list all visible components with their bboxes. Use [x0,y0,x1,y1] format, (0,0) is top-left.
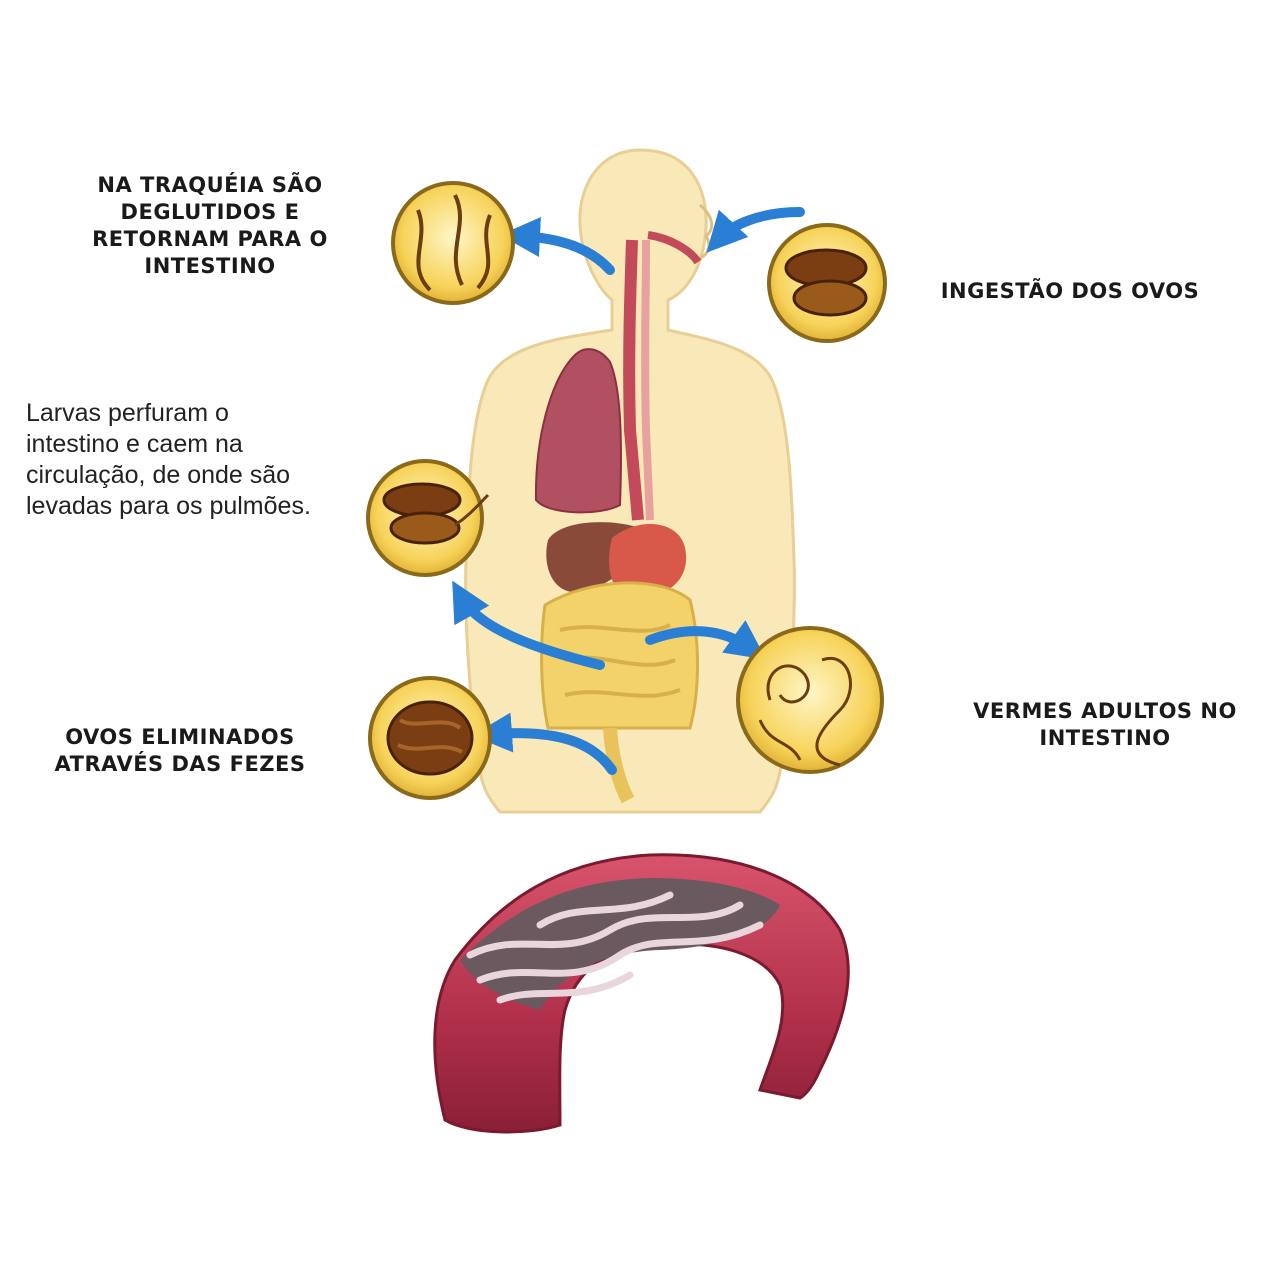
trachea-label-line-4: INTESTINO [144,254,276,278]
egg-icon [767,223,887,343]
arrow-to-eggs-inset [472,712,617,775]
egg-icon [368,676,492,800]
adults-label-line-2: INTESTINO [1039,726,1171,750]
larvae-label-line-2: intestino e caem na [26,430,243,458]
eggs-eliminated-stage-label: OVOS ELIMINADOS ATRAVÉS DAS FEZES [20,724,340,778]
larvae-stage-label: Larvas perfuram o intestino e caem na ci… [26,398,356,522]
arrow-to-larvae-inset [452,580,605,670]
adult-worms-stage-label: VERMES ADULTOS NO INTESTINO [935,698,1275,752]
trachea-label-line-2: DEGLUTIDOS E [120,200,300,224]
ingestion-label-line-1: INGESTÃO DOS OVOS [940,279,1200,303]
arrow-to-adults-inset [645,620,767,660]
intestine-with-worms-illustration [433,853,850,1134]
lung-illustration [534,348,622,514]
larvae-in-trachea-icon [391,181,515,305]
trachea-label-line-1: NA TRAQUÉIA SÃO [97,173,323,197]
trachea-label-line-3: RETORNAM PARA O [92,227,328,251]
arrow-ingestion [706,207,805,253]
larvae-label-line-1: Larvas perfuram o [26,399,229,427]
eggs-label-line-1: OVOS ELIMINADOS [65,725,295,749]
egg-hatching-icon [366,459,490,577]
arrow-to-trachea-inset [500,217,615,275]
stomach-illustration [609,523,687,599]
adult-worms-icon [736,626,884,774]
larvae-label-line-4: levadas para os pulmões. [26,492,311,520]
cycle-arrows [452,207,805,775]
eggs-label-line-2: ATRAVÉS DAS FEZES [54,752,306,776]
trachea-stage-label: NA TRAQUÉIA SÃO DEGLUTIDOS E RETORNAM PA… [60,172,360,280]
esophagus-illustration [623,231,702,521]
adults-label-line-1: VERMES ADULTOS NO [973,699,1237,723]
larvae-label-line-3: circulação, de onde são [26,461,291,489]
ingestion-stage-label: INGESTÃO DOS OVOS [900,278,1240,305]
